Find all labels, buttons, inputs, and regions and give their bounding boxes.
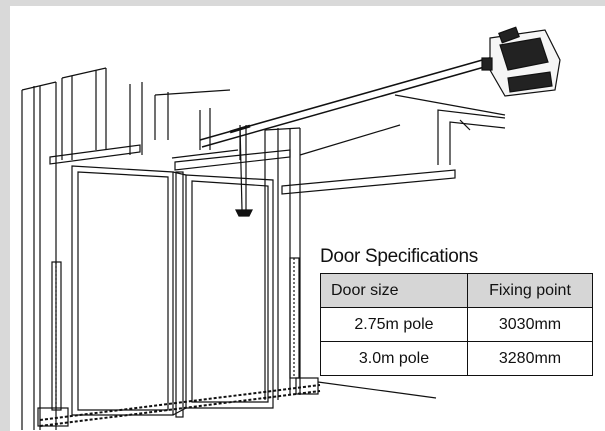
header-door-size: Door size [320, 273, 468, 308]
table-row: 2.75m pole 3030mm [320, 307, 593, 342]
cell-door-size: 2.75m pole [320, 307, 468, 342]
left-frame-border [0, 0, 10, 431]
spec-table-header-row: Door size Fixing point [320, 273, 593, 308]
door-spec-table: Door size Fixing point 2.75m pole 3030mm… [320, 273, 593, 376]
cell-fixing-point: 3030mm [467, 307, 593, 342]
top-frame-border [0, 0, 605, 6]
spec-table-title: Door Specifications [320, 246, 478, 267]
table-row: 3.0m pole 3280mm [320, 341, 593, 376]
cell-door-size: 3.0m pole [320, 341, 468, 376]
header-fixing-point: Fixing point [467, 273, 593, 308]
cell-fixing-point: 3280mm [467, 341, 593, 376]
